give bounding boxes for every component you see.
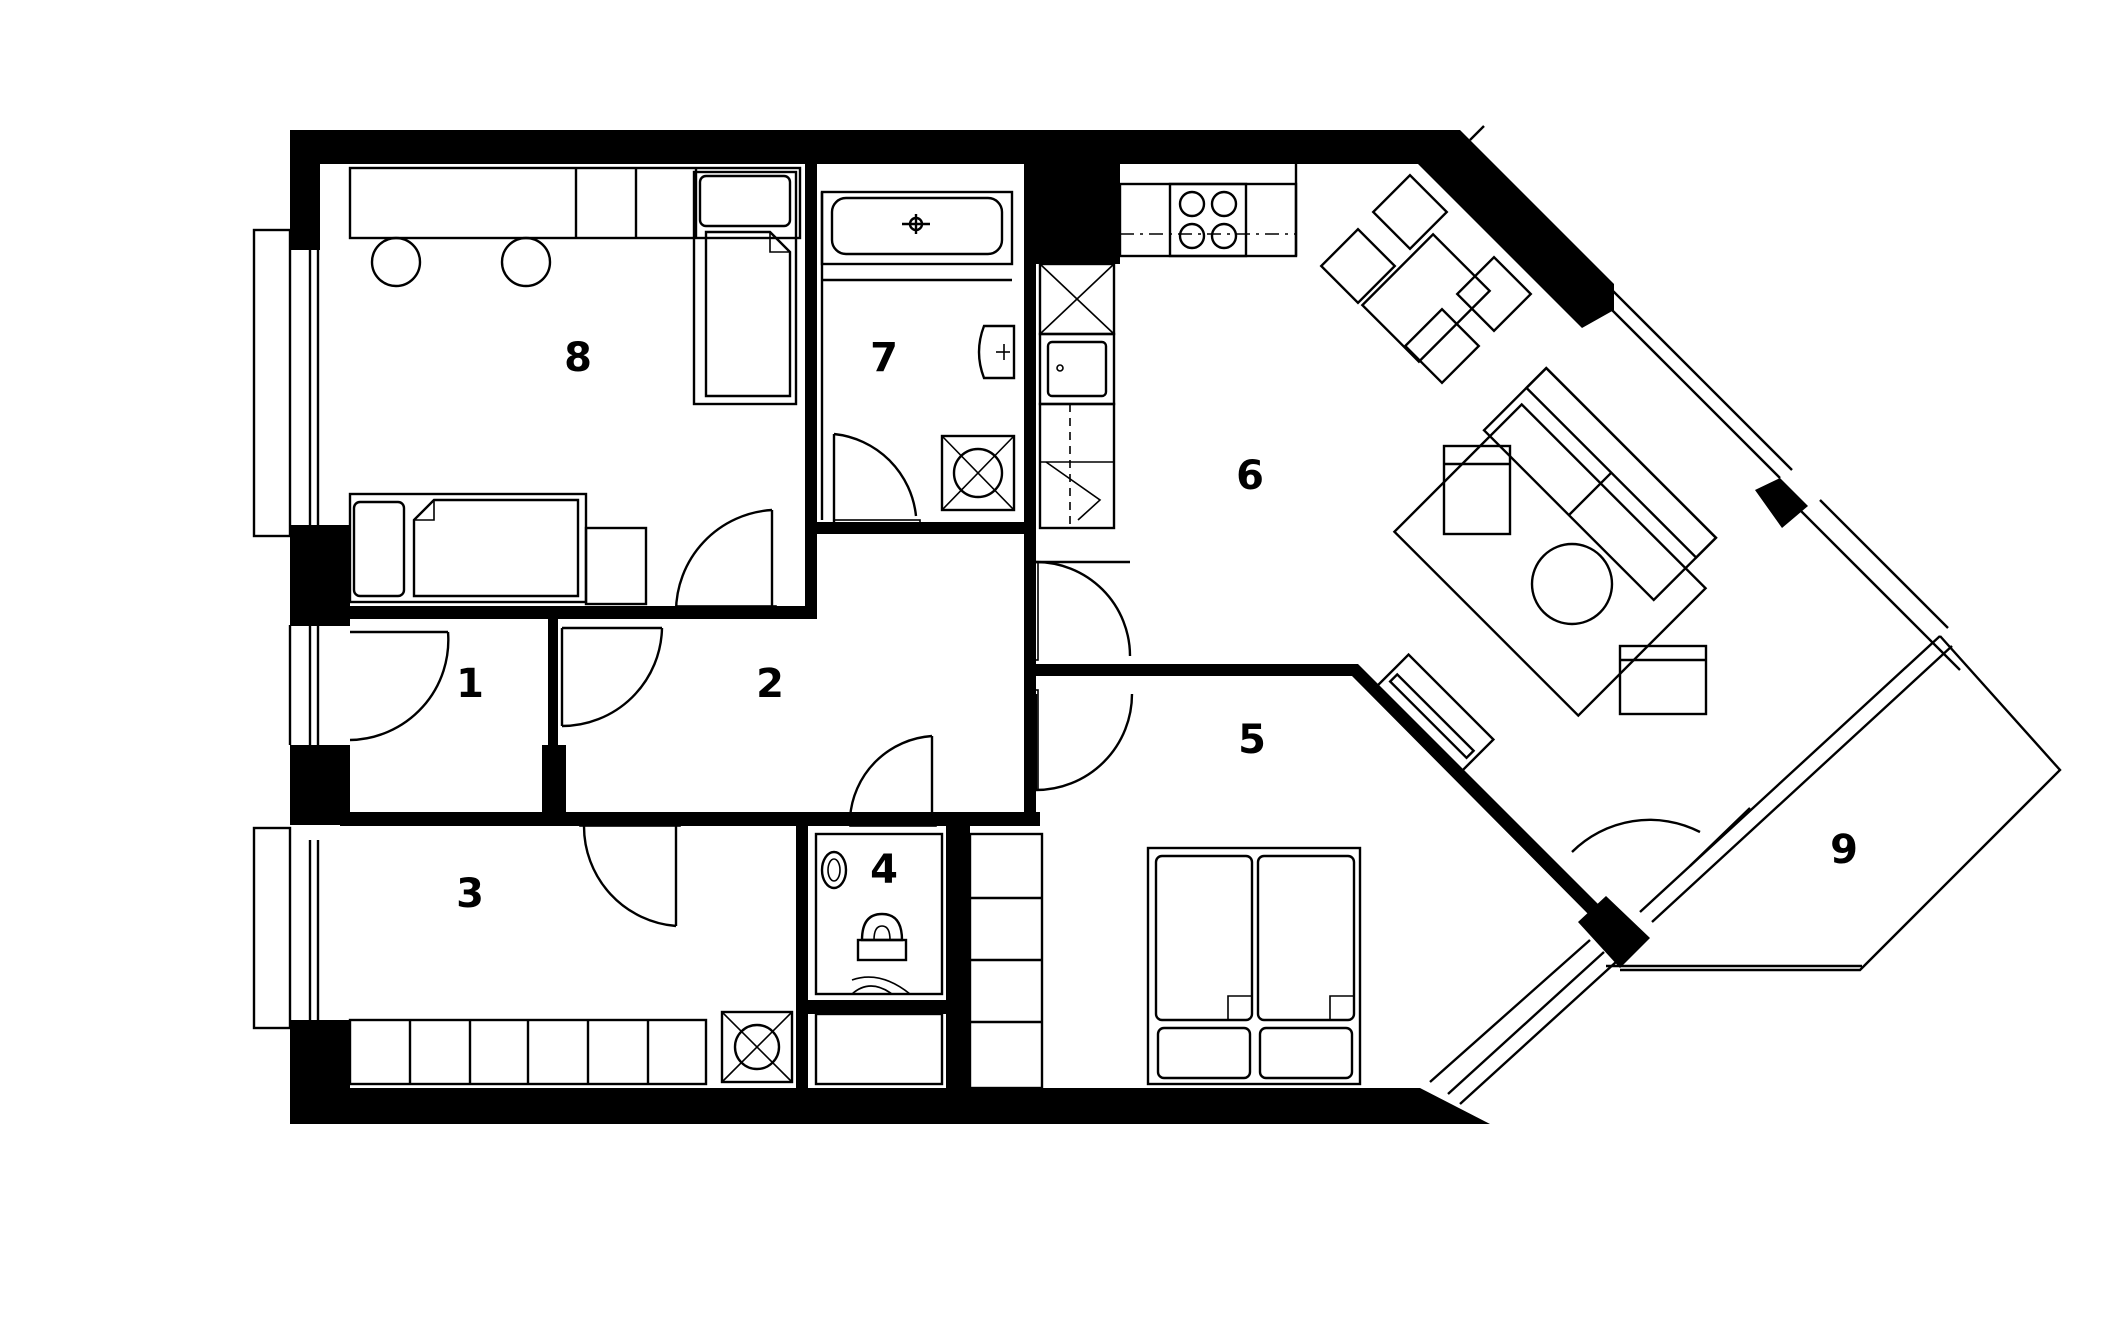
kitchen xyxy=(1038,164,1298,530)
room-5-furniture xyxy=(968,832,1362,1090)
room-6-furniture xyxy=(1319,173,1718,776)
sink-icon xyxy=(1038,332,1116,406)
bed-icon xyxy=(1146,846,1362,1086)
washing-machine-icon xyxy=(940,434,1016,512)
room-label-5: 5 xyxy=(1238,717,1266,763)
rug-icon xyxy=(1392,402,1708,718)
chair-icon xyxy=(1371,173,1449,251)
bed-icon xyxy=(692,170,798,406)
sink-icon xyxy=(820,850,848,890)
nightstand-icon xyxy=(584,526,648,606)
stove-icon xyxy=(1168,182,1248,258)
table-icon xyxy=(1360,232,1492,364)
door-swing-icon xyxy=(848,734,937,827)
chair-icon xyxy=(1442,444,1512,536)
room-label-6: 6 xyxy=(1236,453,1264,499)
door-swing-icon xyxy=(1571,807,1751,867)
room-label-4: 4 xyxy=(870,847,898,893)
door-swing-icon xyxy=(1029,689,1134,792)
room-label-9: 9 xyxy=(1830,827,1858,873)
window-icon xyxy=(252,228,320,538)
door-swing-icon xyxy=(560,626,664,728)
room-label-1: 1 xyxy=(456,661,484,707)
interior-walls xyxy=(340,164,1606,1091)
wardrobe-icon xyxy=(348,1018,708,1086)
door-swing-icon xyxy=(579,815,681,928)
sink-icon xyxy=(977,324,1016,380)
chair-icon xyxy=(370,236,422,288)
room-7-fixtures xyxy=(820,190,1016,520)
door-swing-icon xyxy=(1029,560,1132,661)
room-label-8: 8 xyxy=(564,335,592,381)
table-icon xyxy=(348,166,802,240)
window-icon xyxy=(1429,939,1617,1105)
room-8-furniture xyxy=(348,166,802,606)
bed-icon xyxy=(348,492,588,604)
chair-icon xyxy=(1455,255,1533,333)
chair-icon xyxy=(500,236,552,288)
bathtub-icon xyxy=(820,190,1014,266)
washing-machine-icon xyxy=(720,1010,794,1084)
wardrobe-icon xyxy=(968,832,1044,1090)
toilet-icon xyxy=(851,912,911,995)
room-4-fixtures xyxy=(814,832,944,1086)
windows xyxy=(252,125,1961,1105)
doors xyxy=(349,432,1751,928)
window-icon xyxy=(1639,635,1953,923)
room-labels: 1 2 3 4 5 6 7 8 9 xyxy=(456,335,1858,917)
door-swing-icon xyxy=(674,508,777,615)
table-icon xyxy=(1530,542,1614,626)
window-icon xyxy=(288,625,320,745)
chair-icon xyxy=(1319,227,1397,305)
window-icon xyxy=(252,826,320,1030)
chair-icon xyxy=(1403,307,1481,385)
room-label-3: 3 xyxy=(456,871,484,917)
tv-unit-icon xyxy=(1372,652,1496,776)
room-label-7: 7 xyxy=(870,335,898,381)
chair-icon xyxy=(1618,644,1708,716)
room-3-furniture xyxy=(348,1010,794,1086)
door-swing-icon xyxy=(832,432,921,529)
room-label-2: 2 xyxy=(756,661,784,707)
door-swing-icon xyxy=(349,630,450,742)
exterior-walls xyxy=(290,130,1808,1124)
balcony xyxy=(1606,635,2062,972)
